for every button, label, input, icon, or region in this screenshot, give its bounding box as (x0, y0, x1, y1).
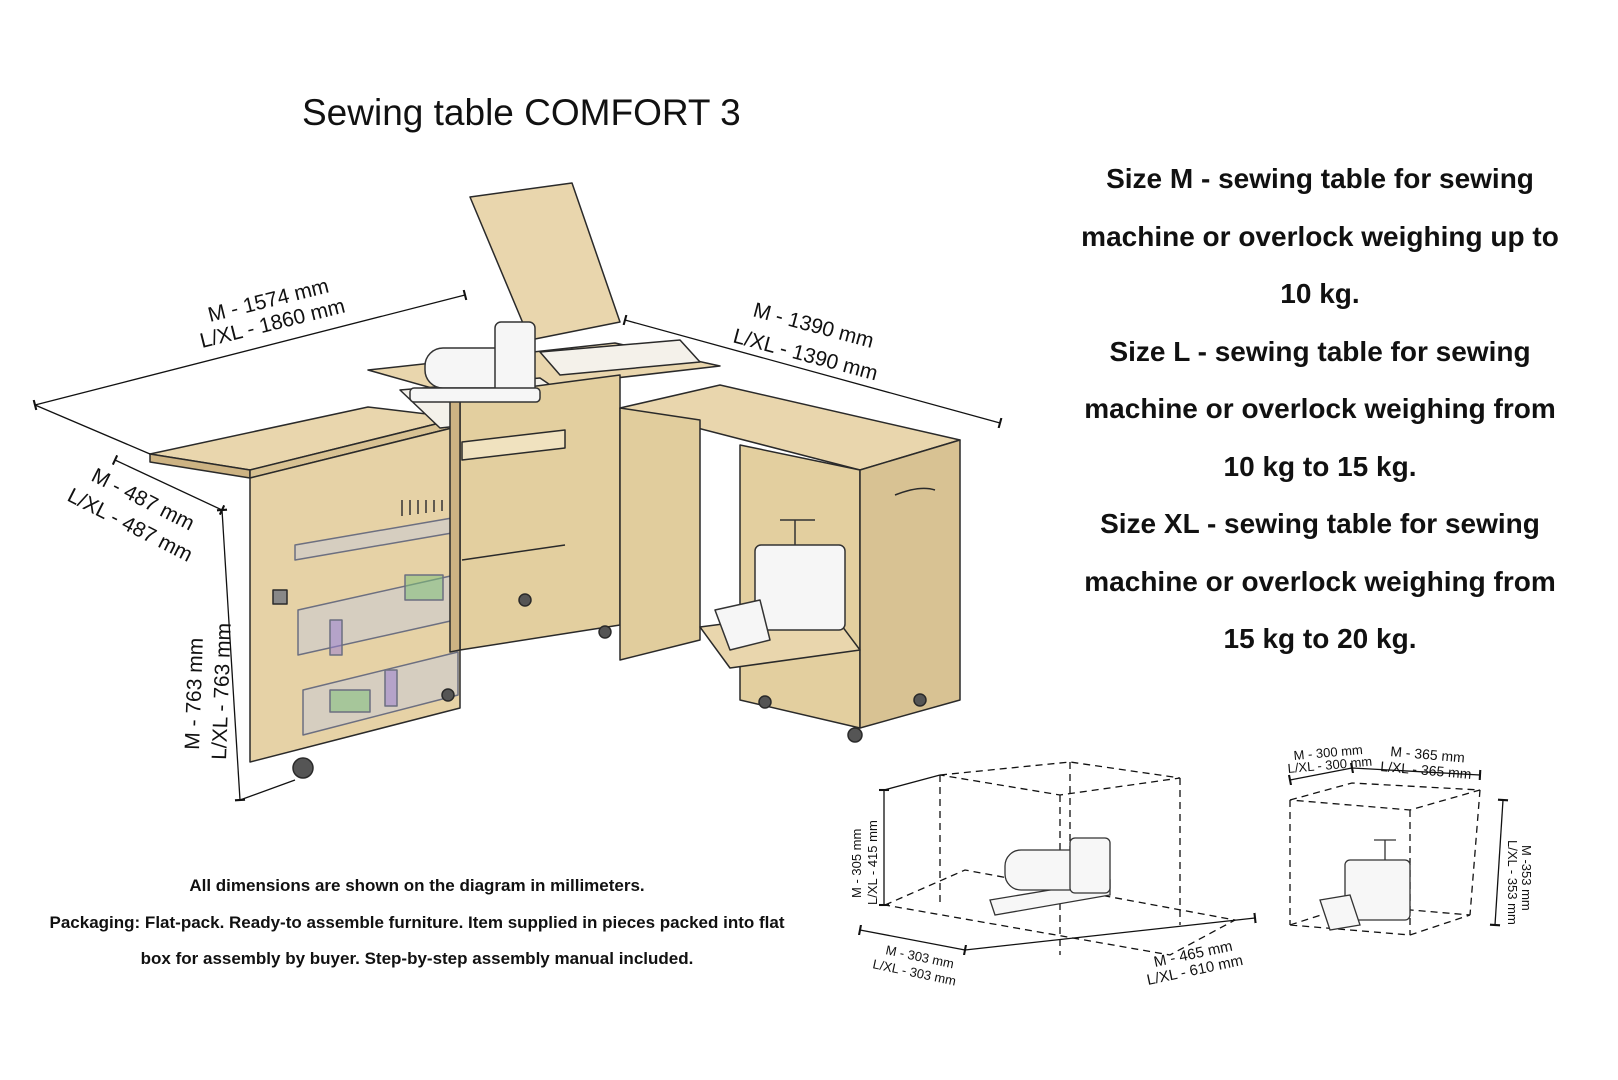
raised-lid (469, 182, 621, 341)
overlock-space-drawing (1319, 839, 1411, 931)
overlock-depth-m: M - 300 mm (1293, 742, 1363, 763)
height-dimension-lxl: L/XL - 763 mm (208, 623, 236, 761)
overlock-width-m: M - 365 mm (1390, 743, 1466, 765)
size-line: Size L - sewing table for sewing (1109, 335, 1531, 367)
footnotes: All dimensions are shown on the diagram … (12, 868, 822, 978)
packaging-note: Packaging: Flat-pack. Ready-to assemble … (49, 912, 785, 932)
sewing-machine-space-drawing (989, 837, 1111, 916)
height-dimension-line (216, 508, 246, 802)
machine-space-height-lxl: L/XL - 415 mm (865, 820, 880, 905)
size-line: 10 kg. (1280, 278, 1360, 309)
overlock-depth-lxl: L/XL - 300 mm (1287, 754, 1373, 776)
wing-dimension-line (622, 314, 1003, 429)
machine-space-height-m: M - 305 mm (849, 829, 864, 898)
size-line: 10 kg to 15 kg. (1223, 450, 1417, 482)
center-cabinet-front (459, 374, 621, 651)
size-line: machine or overlock weighing up to (1081, 220, 1559, 252)
sewing-table-drawing (149, 182, 961, 779)
size-line: Size M - sewing table for sewing (1106, 163, 1534, 194)
length-dimension-line (32, 289, 468, 411)
page-title: Sewing table COMFORT 3 (302, 92, 741, 133)
thread-spools (401, 500, 443, 516)
overlock-width-lxl: L/XL - 365 mm (1380, 758, 1472, 782)
depth-dimension-line (111, 454, 226, 516)
height-dimension-m: M - 763 mm (181, 637, 208, 750)
size-line: machine or overlock weighing from (1084, 393, 1556, 424)
table-dimension-lines (32, 289, 1003, 802)
size-descriptions: Size M - sewing table for sewing machine… (1040, 150, 1600, 668)
size-line: 15 kg to 20 kg. (1223, 623, 1417, 654)
sewing-machine-drawing (409, 321, 541, 403)
packaging-note-continued: box for assembly by buyer. Step-by-step … (140, 949, 694, 968)
overlock-space-labels: M - 300 mm L/XL - 300 mm M - 365 mm L/XL… (1287, 742, 1534, 925)
overlock-height-m: M -353 mm (1519, 845, 1534, 911)
size-line: machine or overlock weighing from (1084, 565, 1556, 597)
overlock-height-lxl: L/XL - 353 mm (1505, 840, 1520, 925)
dimensions-note: All dimensions are shown on the diagram … (189, 876, 645, 895)
overlock-drawing (714, 519, 846, 651)
size-line: Size XL - sewing table for sewing (1100, 508, 1540, 539)
storage-baskets (294, 517, 459, 736)
